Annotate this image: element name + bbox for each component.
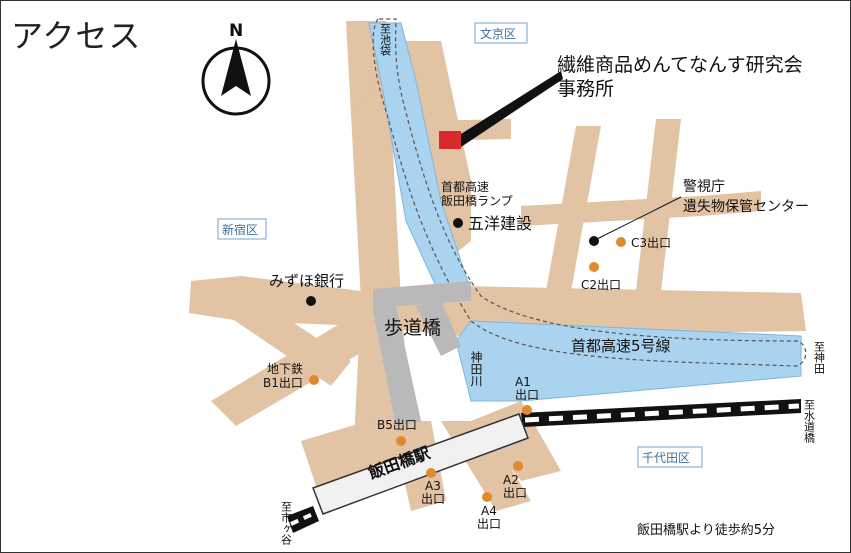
railway <box>287 399 801 533</box>
exit-a2-label-line2: 出口 <box>503 486 527 500</box>
landmark-mizuho: みずほ銀行 <box>269 272 344 306</box>
exit-a4-dot <box>482 492 492 502</box>
exit-b1-dot <box>309 375 319 385</box>
exit-b5-dot <box>396 436 406 446</box>
exit-a1-label-line2: 出口 <box>515 388 539 402</box>
north-arrow-icon <box>221 39 251 96</box>
compass-letter: N <box>229 21 243 41</box>
pedestrian-overpass <box>373 281 471 426</box>
river <box>368 22 802 402</box>
destination: 繊維商品めんてなんす研究会 事務所 <box>439 54 803 149</box>
ward-tag-shinjuku: 新宿区 <box>217 218 267 240</box>
footer-note: 飯田橋駅より徒歩約5分 <box>637 523 775 538</box>
goyo-label: 五洋建設 <box>468 214 532 233</box>
destination-pointer <box>453 71 563 147</box>
exit-a4-label-line1: A4 <box>481 504 497 518</box>
police-label-line1: 警視庁 <box>683 179 725 195</box>
page-title: アクセス <box>11 17 142 55</box>
exit-c3-label: C3出口 <box>631 236 671 250</box>
road-lower-left <box>211 311 381 426</box>
goyo-dot <box>453 218 463 228</box>
roads <box>189 21 806 511</box>
exit-b1-label-line2: B1出口 <box>263 376 303 390</box>
exit-b1-label-line1: 地下鉄 <box>267 361 303 376</box>
ward-tag-chiyoda: 千代田区 <box>637 446 703 468</box>
exit-c2: C2出口 <box>581 262 621 292</box>
exit-a2-label-line1: A2 <box>503 473 519 487</box>
river-label: 神田川 <box>469 351 483 387</box>
mizuho-label: みずほ銀行 <box>269 272 344 290</box>
overpass-label: 歩道橋 <box>384 317 441 339</box>
exit-a3-label-line2: 出口 <box>421 492 445 506</box>
mizuho-dot <box>306 296 316 306</box>
direction-ikebukuro: 至池袋 <box>379 23 392 56</box>
landmark-goyo: 五洋建設 <box>453 214 532 233</box>
landmark-ramp: 首都高速 飯田橋ランプ <box>441 179 513 208</box>
exit-c3: C3出口 <box>616 236 671 250</box>
ward-label-chiyoda: 千代田区 <box>642 451 690 465</box>
ward-tag-chiyoda-box <box>637 446 703 468</box>
exit-a4-label-line2: 出口 <box>477 517 501 531</box>
destination-name-line1: 繊維商品めんてなんす研究会 <box>557 54 803 76</box>
exit-a1-label-line1: A1 <box>515 375 531 389</box>
exit-a2-dot <box>513 461 523 471</box>
ramp-label-line1: 首都高速 <box>441 179 489 194</box>
exit-b5: B5出口 <box>377 418 417 446</box>
rail-track-left <box>287 506 319 533</box>
destination-name-line2: 事務所 <box>557 78 614 100</box>
overpass-main <box>373 281 471 426</box>
exit-a4: A4 出口 <box>477 492 501 531</box>
ramp-label-line2: 飯田橋ランプ <box>441 193 513 208</box>
police-leader-line <box>596 196 682 240</box>
exit-a1: A1 出口 <box>515 375 539 415</box>
exit-a2: A2 出口 <box>503 461 527 500</box>
rail-track-left-dash <box>290 511 316 526</box>
ward-tag-bunkyo-box <box>474 22 528 44</box>
ward-label-shinjuku: 新宿区 <box>222 222 258 237</box>
river-lower <box>455 320 802 402</box>
direction-suidobashi: 至水道橋 <box>803 399 816 444</box>
police-label-line2: 遺失物保管センター <box>683 199 809 215</box>
ward-label-bunkyo: 文京区 <box>480 26 516 41</box>
station-platform <box>312 413 529 515</box>
landmark-police: 警視庁 遺失物保管センター <box>589 179 809 246</box>
exit-b1: 地下鉄 B1出口 <box>263 361 319 390</box>
rail-track-right <box>521 399 801 427</box>
ward-tag-shinjuku-box <box>217 218 267 240</box>
exit-b5-label: B5出口 <box>377 418 417 432</box>
exit-a3-dot <box>426 468 436 478</box>
road-left-short <box>206 301 351 386</box>
ward-tag-bunkyo: 文京区 <box>474 22 528 44</box>
expressway-dashed-line <box>372 18 807 367</box>
exit-c3-dot <box>616 237 626 247</box>
rail-track-dash <box>524 403 800 423</box>
destination-marker <box>439 131 461 149</box>
expressway-label: 首都高速5号線 <box>571 337 671 355</box>
direction-kanda: 至神田 <box>813 341 826 374</box>
police-dot <box>589 236 599 246</box>
exit-c2-label: C2出口 <box>581 278 621 292</box>
exit-a1-dot <box>522 405 532 415</box>
compass: N <box>201 21 271 116</box>
overpass-branch <box>416 301 461 356</box>
exit-a3: A3 出口 <box>421 468 445 506</box>
direction-ichigaya: 至市ヶ谷 <box>280 501 293 546</box>
exit-a3-label-line1: A3 <box>425 479 441 493</box>
exit-c2-dot <box>589 262 599 272</box>
road-right-3 <box>521 191 761 226</box>
